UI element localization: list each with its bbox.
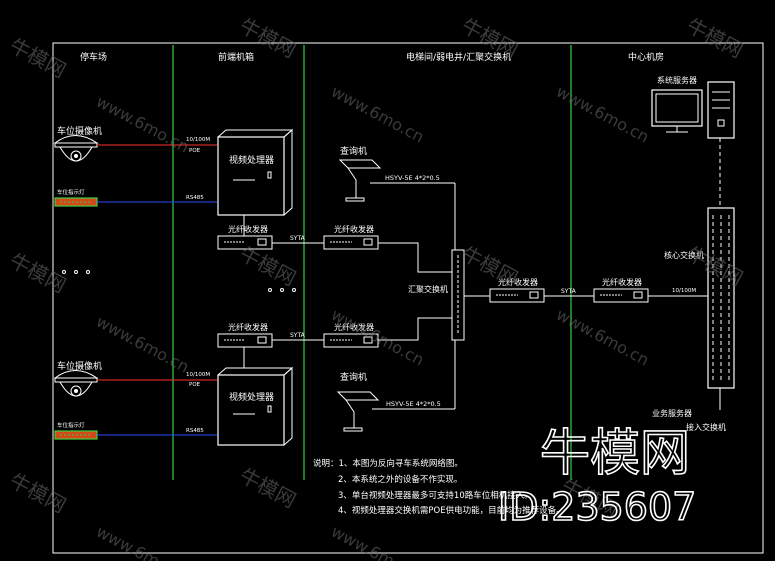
fiber-transceiver-label: 光纤收发器: [602, 277, 642, 287]
poe-type-label: POE: [189, 382, 201, 388]
watermark-text: 牛模网: [6, 468, 70, 517]
fiber-link-label: SYTA: [561, 288, 577, 295]
cable-label: HSYV-5E 4*2*0.5: [386, 400, 441, 408]
watermark-text: www.6mo.cn: [328, 305, 427, 370]
video-processor-label: 视频处理器: [229, 391, 274, 403]
zone-dividers: [172, 45, 572, 480]
uplink-label: 10/100M: [672, 288, 696, 294]
fiber-transceiver: [489, 288, 545, 303]
core-switch-icon: [707, 207, 735, 389]
zone-title-front-cabinet: 前端机箱: [218, 51, 254, 63]
video-processor-box: [217, 128, 294, 216]
rs485-label: RS485: [186, 195, 204, 201]
access-switch-label: 接入交换机: [686, 422, 726, 432]
watermark-text: www.6mo.cn: [553, 82, 652, 147]
fiber-transceiver-label: 光纤收发器: [228, 224, 268, 234]
system-server-label: 系统服务器: [657, 75, 697, 85]
agg-link-lower: [378, 317, 452, 341]
indicator-label: 车位指示灯: [57, 188, 85, 196]
camera-icon: [53, 370, 99, 397]
model-id-text: ID:235607: [498, 485, 696, 529]
aggregation-switch-icon: [451, 249, 465, 341]
watermark-text: 牛模网: [236, 463, 300, 512]
note-1: 说明：1、本图为反向寻车系统网络图。: [313, 458, 463, 469]
fiber-transceiver-label: 光纤收发器: [334, 322, 374, 332]
watermark-text: www.6mo.cn: [93, 522, 192, 561]
fiber-transceiver: [323, 333, 379, 348]
watermark-text: www.6mo.cn: [328, 522, 427, 561]
fiber-transceiver: [217, 333, 273, 348]
watermark-text: www.6mo.cn: [328, 82, 427, 147]
aggregation-switch-label: 汇聚交换机: [408, 284, 448, 294]
watermark-text: 牛模网: [683, 13, 747, 62]
camera-label: 车位摄像机: [57, 125, 102, 137]
notes-block: 说明：1、本图为反向寻车系统网络图。 2、本系统之外的设备不作实现。 3、单台视…: [313, 458, 565, 516]
note-3: 3、单台视频处理器最多可支持10路车位相机接入。: [338, 490, 533, 501]
query-terminal-label: 查询机: [340, 371, 367, 383]
video-processor-label: 视频处理器: [229, 154, 274, 166]
indicator-label: 车位指示灯: [57, 421, 85, 429]
fiber-transceiver-label: 光纤收发器: [334, 224, 374, 234]
fiber-transceiver-label: 光纤收发器: [228, 322, 268, 332]
drawing-frame: [52, 42, 764, 554]
watermark-text: www.6mo.cn: [93, 92, 192, 157]
query-terminal-icon: [338, 159, 382, 202]
fiber-link-label: SYTA: [290, 332, 306, 339]
cable-label: HSYV-5E 4*2*0.5: [385, 174, 440, 182]
watermark-text: www.6mo.cn: [93, 312, 192, 377]
poe-label: 10/100M: [186, 137, 210, 143]
query-terminal-icon: [336, 391, 380, 432]
zone-title-aggregation: 电梯间/弱电井/汇聚交换机: [406, 51, 511, 63]
poe-type-label: POE: [189, 148, 201, 154]
fiber-link-label: SYTA: [290, 235, 306, 242]
zone-title-control-room: 中心机房: [628, 51, 664, 63]
fiber-transceiver: [323, 235, 379, 250]
ellipsis-dots: [62, 270, 296, 292]
server-icon: [651, 81, 735, 139]
note-2: 2、本系统之外的设备不作实现。: [338, 474, 462, 485]
indicator-icon: [54, 197, 98, 207]
watermark-text: 牛模网: [458, 241, 522, 290]
agg-link-upper: [378, 242, 452, 273]
indicator-icon: [54, 430, 98, 440]
camera-label: 车位摄像机: [57, 360, 102, 372]
rs485-label: RS485: [186, 428, 204, 434]
watermark-text: 牛模网: [683, 241, 747, 290]
brand-logo-text: 牛模网: [540, 424, 690, 482]
watermark-text: 牛模网: [6, 33, 70, 82]
video-processor-box: [217, 366, 294, 446]
watermark-text: www.6mo.cn: [553, 305, 652, 370]
watermark-text: 牛模网: [6, 248, 70, 297]
camera-icon: [53, 135, 99, 162]
business-server-label: 业务服务器: [652, 408, 692, 418]
fiber-transceiver: [593, 288, 649, 303]
poe-label: 10/100M: [186, 372, 210, 378]
core-switch-label: 核心交换机: [664, 250, 704, 260]
note-4: 4、视频处理器交换机需POE供电功能，目前均为推荐设备。: [338, 505, 565, 516]
zone-title-parking: 停车场: [80, 51, 107, 63]
query-terminal-label: 查询机: [340, 145, 367, 157]
fiber-transceiver-label: 光纤收发器: [498, 277, 538, 287]
